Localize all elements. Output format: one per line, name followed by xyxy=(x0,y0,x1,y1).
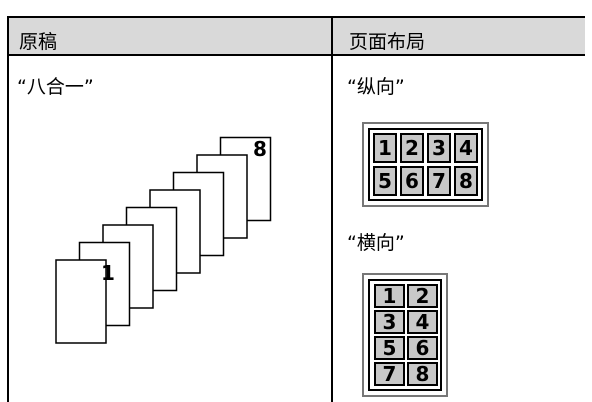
landscape-layout-sheet: 1 2 3 4 5 6 7 8 xyxy=(368,279,442,391)
portrait-cell: 3 xyxy=(427,133,451,163)
portrait-cell: 1 xyxy=(373,133,397,163)
first-page-number: 1 xyxy=(101,261,115,285)
portrait-cell: 6 xyxy=(400,166,424,196)
stacked-page xyxy=(55,259,107,344)
portrait-cell: 5 xyxy=(373,166,397,196)
layout-table: 原稿 页面布局 xyxy=(7,16,585,402)
landscape-label: “横向” xyxy=(347,232,405,254)
landscape-cell: 2 xyxy=(407,284,438,308)
portrait-layout-frame: 1 2 3 4 5 6 7 8 xyxy=(362,122,489,207)
landscape-cell: 1 xyxy=(374,284,405,308)
portrait-layout-sheet: 1 2 3 4 5 6 7 8 xyxy=(368,128,483,201)
table-left-border xyxy=(7,16,9,402)
header-original: 原稿 xyxy=(19,31,58,53)
landscape-cell: 8 xyxy=(407,362,438,386)
portrait-cell: 7 xyxy=(427,166,451,196)
table-header: 原稿 页面布局 xyxy=(7,16,585,56)
original-label: “八合一” xyxy=(17,76,94,98)
landscape-cell: 5 xyxy=(374,336,405,360)
landscape-cell: 6 xyxy=(407,336,438,360)
portrait-label: “纵向” xyxy=(347,76,405,98)
portrait-cell: 4 xyxy=(454,133,478,163)
landscape-layout-frame: 1 2 3 4 5 6 7 8 xyxy=(362,273,448,397)
portrait-cell: 2 xyxy=(400,133,424,163)
landscape-cell: 3 xyxy=(374,310,405,334)
portrait-cell: 8 xyxy=(454,166,478,196)
header-page-layout: 页面布局 xyxy=(349,31,426,53)
last-page-number: 8 xyxy=(253,137,267,161)
column-divider xyxy=(331,16,333,402)
stacked-pages-illustration: 1 8 xyxy=(55,136,272,344)
landscape-cell: 7 xyxy=(374,362,405,386)
landscape-cell: 4 xyxy=(407,310,438,334)
